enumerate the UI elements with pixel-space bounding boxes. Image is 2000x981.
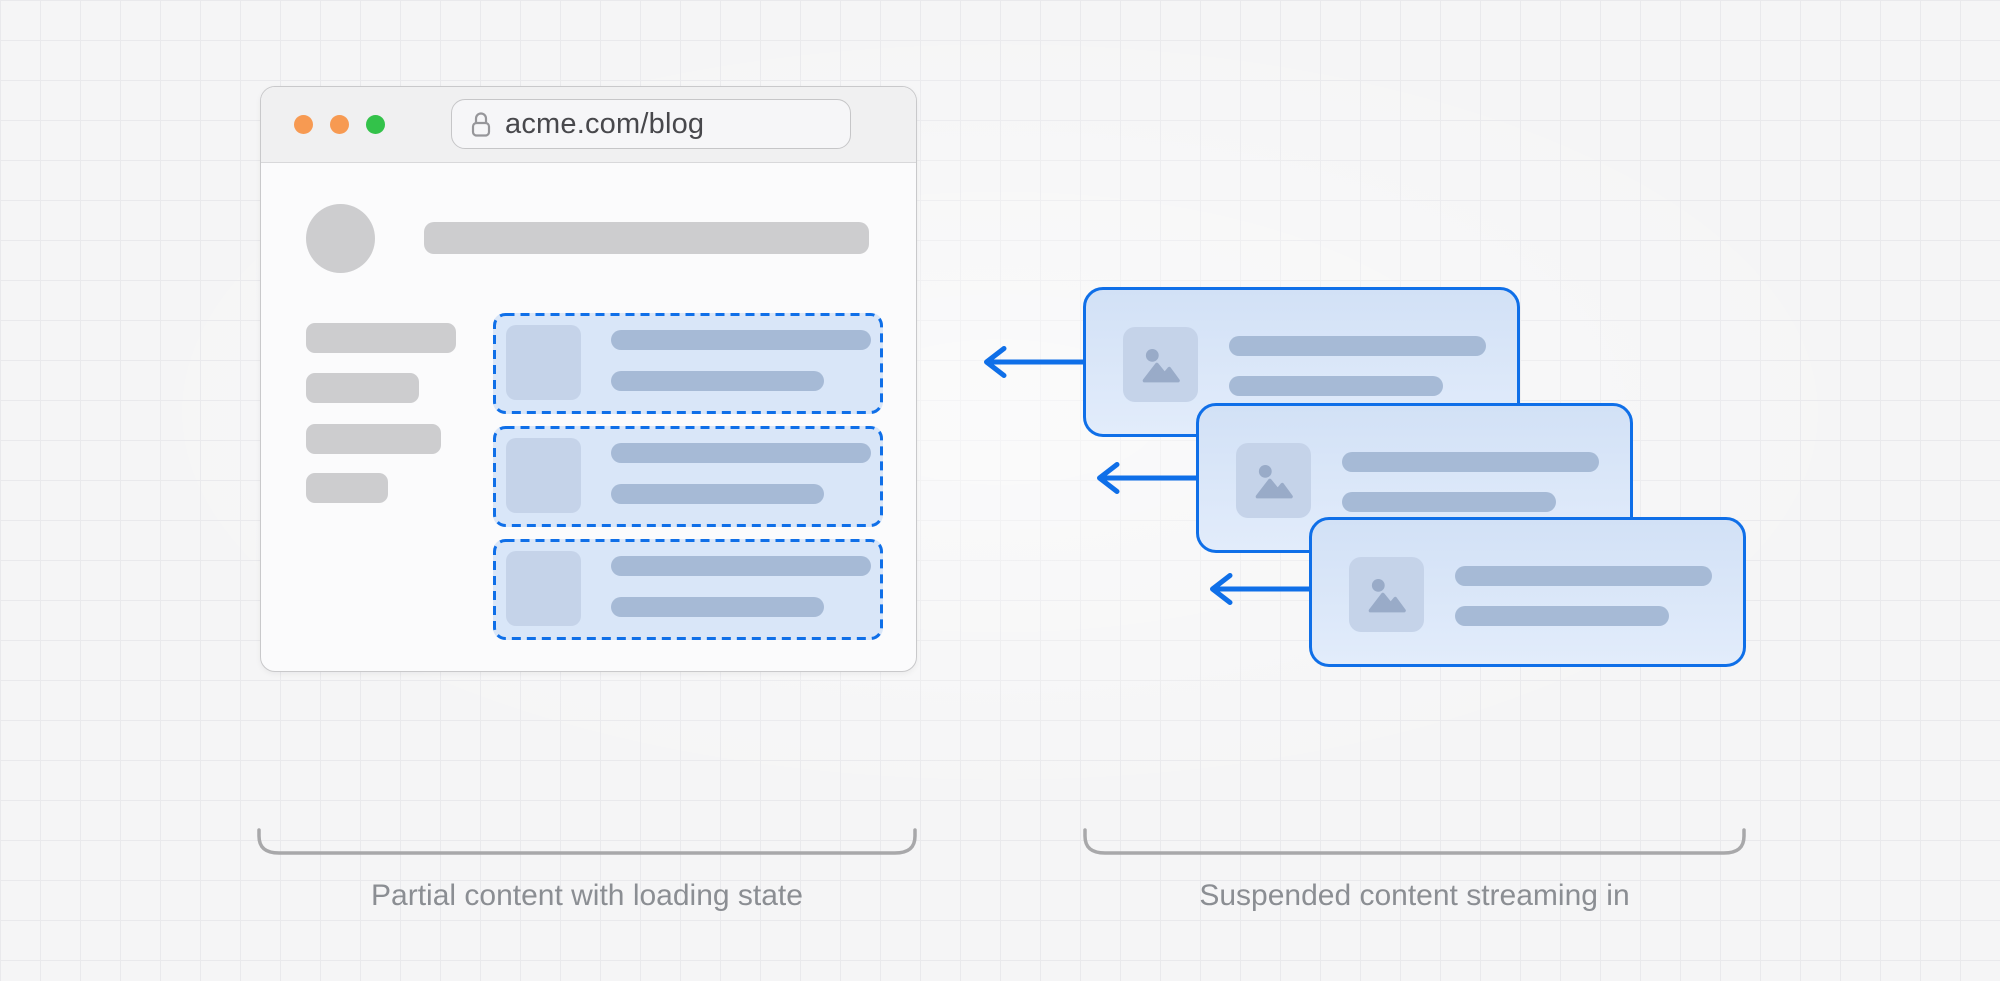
photo-placeholder	[1349, 557, 1424, 632]
bracket-left-icon	[257, 828, 917, 855]
text-skeleton-bar	[611, 597, 824, 617]
caption-partial-content: Partial content with loading state	[371, 879, 803, 912]
sidebar-skeleton-bar-1	[306, 323, 456, 353]
image-skeleton	[506, 325, 581, 400]
text-skeleton-bar	[1229, 376, 1443, 396]
browser-window: acme.com/blog	[260, 86, 917, 672]
text-skeleton-bar	[1342, 452, 1599, 472]
photo-image-icon	[1368, 578, 1406, 612]
text-skeleton-bar	[1455, 566, 1712, 586]
text-skeleton-bar	[611, 443, 871, 463]
text-skeleton-bar	[1229, 336, 1486, 356]
sidebar-skeleton-bar-4	[306, 473, 388, 503]
text-skeleton-bar	[1455, 606, 1669, 626]
image-skeleton	[506, 551, 581, 626]
stream-arrow-left-icon	[1097, 462, 1206, 494]
text-skeleton-bar	[611, 330, 871, 350]
streaming-card-3	[1309, 517, 1746, 667]
url-text: acme.com/blog	[505, 107, 705, 140]
text-skeleton-bar	[611, 371, 824, 391]
browser-titlebar: acme.com/blog	[261, 87, 916, 163]
window-control-maximize-icon	[366, 115, 385, 134]
photo-placeholder	[1123, 327, 1198, 402]
suspense-placeholder-1	[493, 313, 883, 414]
stream-arrow-left-icon	[1210, 573, 1319, 605]
bracket-right-icon	[1083, 828, 1746, 855]
suspense-placeholder-2	[493, 426, 883, 527]
photo-image-icon	[1142, 348, 1180, 382]
window-control-minimize-icon	[330, 115, 349, 134]
text-skeleton-bar	[611, 484, 824, 504]
text-skeleton-bar	[611, 556, 871, 576]
dashed-boundary-icon	[493, 313, 883, 414]
photo-placeholder	[1236, 443, 1311, 518]
sidebar-skeleton-bar-2	[306, 373, 419, 403]
caption-suspended-content: Suspended content streaming in	[1199, 879, 1630, 912]
dashed-boundary-icon	[493, 539, 883, 640]
sidebar-skeleton-bar-3	[306, 424, 441, 454]
window-control-close-icon	[294, 115, 313, 134]
image-skeleton	[506, 438, 581, 513]
stream-arrow-left-icon	[984, 346, 1093, 378]
photo-image-icon	[1255, 464, 1293, 498]
lock-icon	[471, 112, 491, 137]
suspense-placeholder-3	[493, 539, 883, 640]
avatar-skeleton	[306, 204, 375, 273]
window-controls	[294, 115, 385, 134]
dashed-boundary-icon	[493, 426, 883, 527]
text-skeleton-bar	[1342, 492, 1556, 512]
url-bar: acme.com/blog	[451, 99, 851, 149]
header-skeleton-bar	[424, 222, 869, 254]
